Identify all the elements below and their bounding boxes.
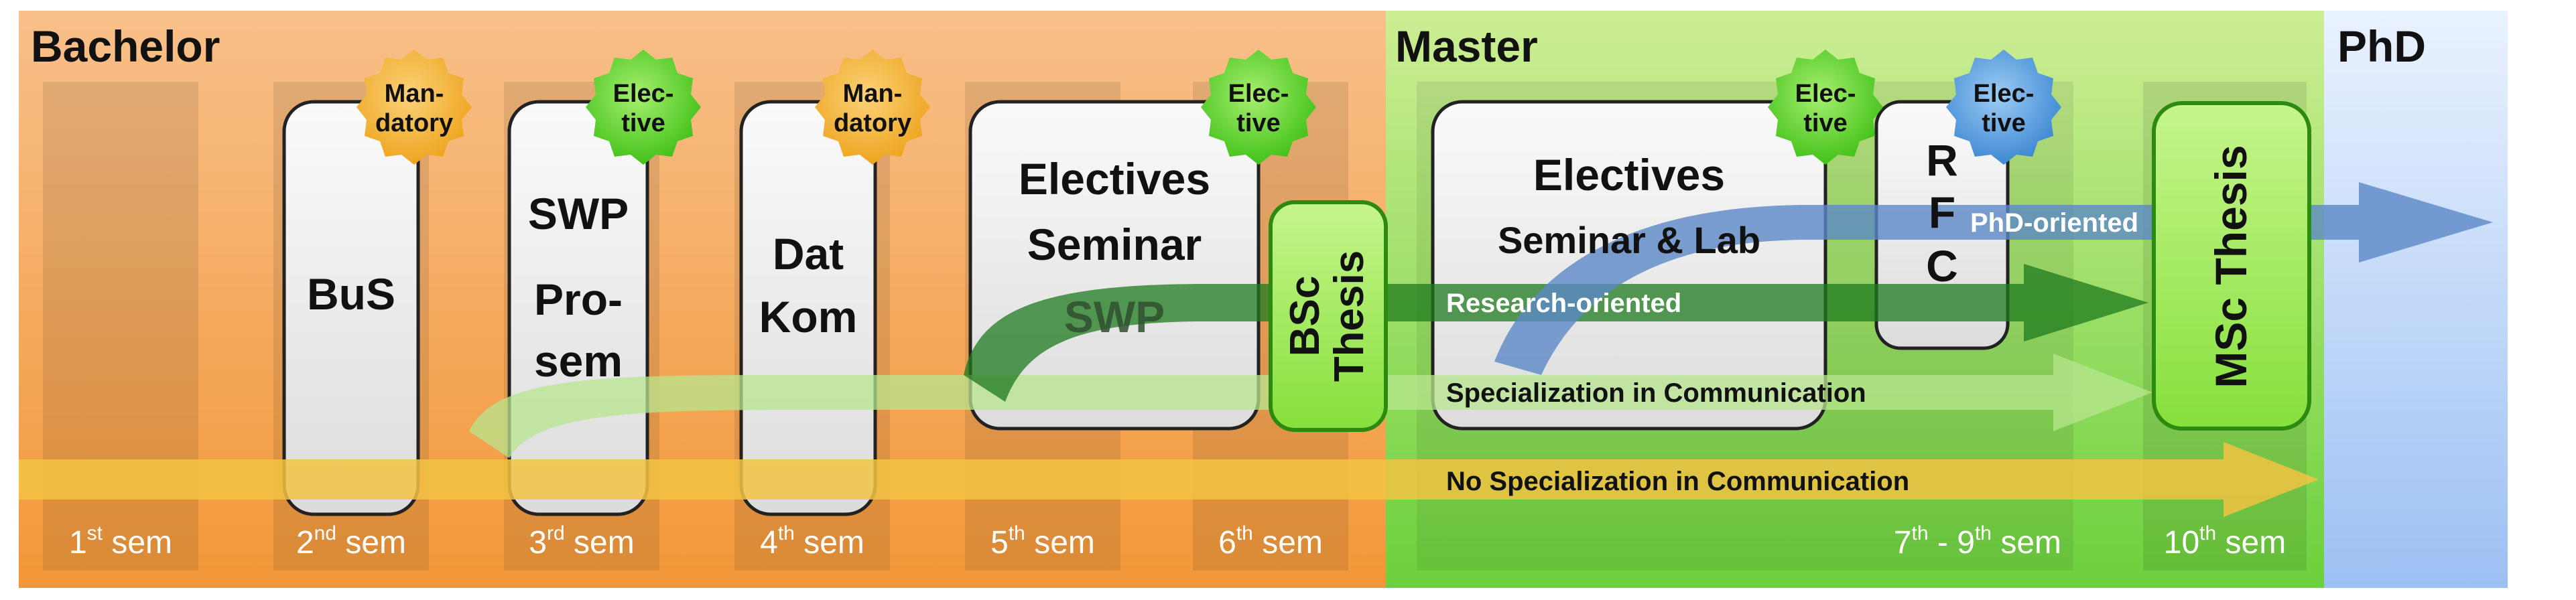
datkom-box — [739, 100, 877, 516]
badge-elective-msc-electives: Elec- tive — [1768, 50, 1883, 165]
badge-elective-line1: Elec- — [1795, 80, 1856, 108]
track-research — [964, 264, 2148, 402]
rfc-label-r: R — [1926, 135, 1958, 185]
badge-mandatory-datkom: Man- datory — [815, 50, 930, 165]
badge-mandatory-bus: Man- datory — [357, 50, 472, 165]
semester-labels: 1st sem 2nd sem 3rd sem 4th sem 5th sem … — [69, 522, 2286, 560]
bsc-thesis-label-line2: Thesis — [1326, 250, 1372, 382]
swp-label-line1: SWP — [528, 189, 629, 238]
datkom-label-line1: Dat — [773, 229, 844, 279]
msc-seminar-lab-label: Seminar & Lab — [1498, 219, 1760, 261]
datkom-label-line2: Kom — [759, 292, 858, 342]
bus-label: BuS — [307, 269, 395, 319]
badge-mandatory-line2: datory — [834, 109, 911, 137]
phd-panel — [2324, 11, 2508, 588]
badge-elective-line1: Elec- — [613, 80, 674, 108]
bachelor-title: Bachelor — [31, 21, 220, 71]
msc-thesis-label: MSc Thesis — [2206, 145, 2256, 388]
semester-label-3: 3rd sem — [529, 522, 634, 560]
semester-label-7-9: 7th - 9th sem — [1894, 522, 2061, 560]
bsc-electives-label: Electives — [1019, 154, 1210, 204]
semester-label-5: 5th sem — [990, 522, 1095, 560]
semester-label-4: 4th sem — [760, 522, 864, 560]
swp-label-line3: sem — [534, 336, 623, 386]
semester-label-1: 1st sem — [69, 522, 172, 560]
badge-elective-rfc: Elec- tive — [1946, 50, 2061, 165]
semester-label-6: 6th sem — [1218, 522, 1323, 560]
badge-mandatory-line1: Man- — [385, 80, 444, 108]
badge-elective-swp: Elec- tive — [586, 50, 701, 165]
badge-elective-bsc-electives: Elec- tive — [1201, 50, 1316, 165]
msc-electives-label: Electives — [1533, 150, 1725, 200]
badge-elective-line2: tive — [621, 109, 665, 137]
track-no-specialization — [19, 442, 2319, 517]
bsc-thesis-label-line1: BSc — [1282, 276, 1328, 357]
badge-elective-line2: tive — [1236, 109, 1280, 137]
rfc-label-f: F — [1929, 188, 1955, 237]
bus-box — [282, 100, 420, 516]
semester-label-2: 2nd sem — [296, 522, 406, 560]
msc-thesis-box — [2152, 101, 2311, 431]
bsc-swp-label: SWP — [1064, 292, 1165, 342]
badge-mandatory-line2: datory — [375, 109, 453, 137]
badge-elective-line2: tive — [1803, 109, 1847, 137]
badge-elective-line2: tive — [1982, 109, 2025, 137]
badge-elective-line1: Elec- — [1228, 80, 1289, 108]
badge-elective-line1: Elec- — [1974, 80, 2035, 108]
bsc-seminar-label: Seminar — [1027, 220, 1202, 269]
track-none-label: No Specialization in Communication — [1446, 467, 1909, 496]
track-phd-label: PhD-oriented — [1970, 208, 2138, 238]
bsc-thesis-box — [1269, 200, 1388, 432]
swp-label-line2: Pro- — [534, 275, 623, 324]
badge-mandatory-line1: Man- — [843, 80, 903, 108]
master-title: Master — [1395, 21, 1538, 71]
semester-label-10: 10th sem — [2164, 522, 2286, 560]
track-research-label: Research-oriented — [1446, 289, 1681, 318]
track-specialization-label: Specialization in Communication — [1446, 378, 1866, 408]
phd-title: PhD — [2337, 21, 2426, 71]
rfc-label-c: C — [1926, 241, 1958, 291]
